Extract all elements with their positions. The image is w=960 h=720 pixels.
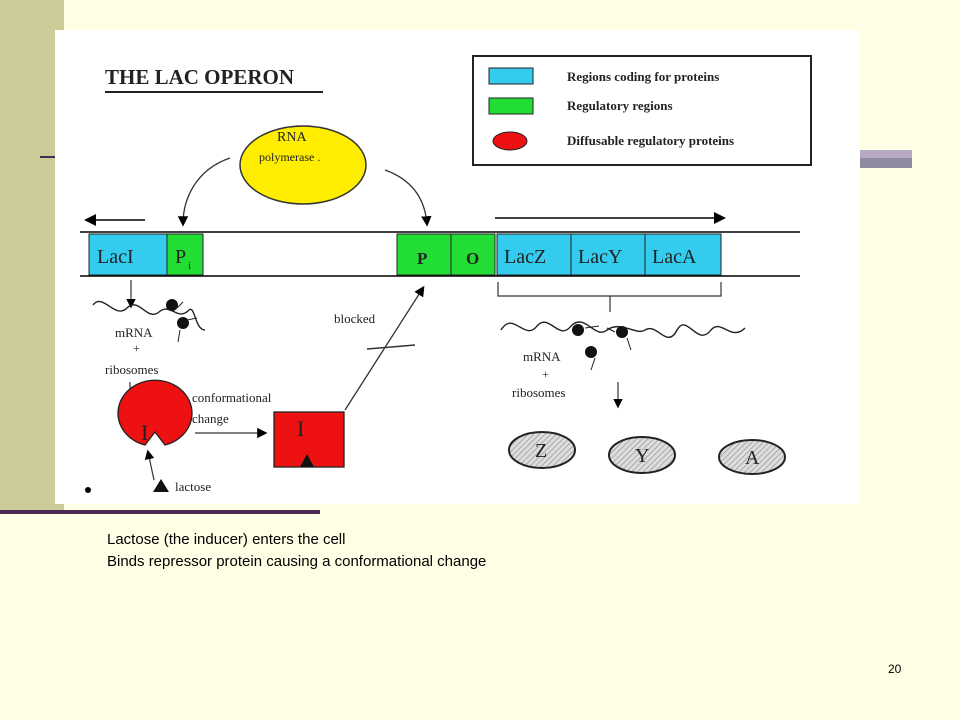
repressor-label: I <box>141 420 148 445</box>
peptide-right <box>584 325 632 371</box>
polymerase-arrow-left <box>177 157 231 227</box>
diagram-title: THE LAC OPERON <box>105 65 294 89</box>
ribosomes-left-label: ribosomes <box>105 362 158 377</box>
gene-lacy-label: LacY <box>578 246 622 268</box>
rna-polymerase-label-2: polymerase . <box>259 150 320 164</box>
ribosome-right-2 <box>585 346 597 358</box>
plus-right-label: + <box>542 367 549 381</box>
rna-polymerase-label-1: RNA <box>277 130 307 145</box>
bound-lactose-triangle <box>300 454 314 467</box>
plus-left-label: + <box>133 341 140 355</box>
gene-pi-subscript: i <box>188 260 191 272</box>
blocked-arrow <box>344 285 425 411</box>
blocked-bar <box>366 344 416 350</box>
gene-o-label: O <box>466 249 479 268</box>
gene-laci-label: LacI <box>97 246 134 268</box>
gene-laci <box>88 233 168 276</box>
slide-rule-bottom <box>0 510 320 514</box>
gene-pi <box>166 233 204 276</box>
protein-y <box>608 436 676 474</box>
lactose-triangle <box>153 479 169 492</box>
repressor-changed-label: I <box>297 416 304 441</box>
gene-lacz-label: LacZ <box>504 246 546 268</box>
ribosomes-right-label: ribosomes <box>512 385 565 400</box>
conformational-label: conformational <box>192 390 272 405</box>
legend-swatch-coding <box>488 67 534 85</box>
lactose-label: lactose <box>175 479 211 494</box>
gene-p <box>396 233 452 276</box>
bullet-dot <box>85 487 91 493</box>
legend-label-coding: Regions coding for proteins <box>567 69 719 84</box>
gene-laca-label: LacA <box>652 246 697 268</box>
gene-laca <box>644 233 722 276</box>
lactose-up-arrow <box>144 449 155 481</box>
repressor-protein <box>117 379 193 446</box>
mrna-right-label: mRNA <box>523 349 561 364</box>
gene-pi-label: P <box>175 246 186 268</box>
slide-caption: Lactose (the inducer) enters the cell Bi… <box>107 529 486 573</box>
ribosome-left-2 <box>177 317 189 329</box>
rna-polymerase <box>239 125 367 205</box>
operon-bracket <box>497 282 722 297</box>
ribosome-right-3 <box>616 326 628 338</box>
legend-label-protein: Diffusable regulatory proteins <box>567 133 734 148</box>
protein-a <box>718 439 786 475</box>
slide-rule-right <box>860 150 912 158</box>
ribosome-left-1 <box>166 299 178 311</box>
caption-line-1: Lactose (the inducer) enters the cell <box>107 531 346 548</box>
change-label: change <box>192 411 229 426</box>
lac-operon-svg: THE LAC OPERON Regions coding for protei… <box>80 55 812 494</box>
slide-rule-right-lower <box>860 158 912 168</box>
protein-z <box>508 431 576 469</box>
slide-left-band <box>0 0 64 510</box>
ribosome-right-1 <box>572 324 584 336</box>
legend-swatch-regulatory <box>488 97 534 115</box>
page-number: 20 <box>888 662 902 676</box>
legend-swatch-protein <box>492 131 528 151</box>
slide-rule-accent <box>40 156 58 158</box>
protein-z-label: Z <box>535 440 547 462</box>
caption-line-2: Binds repressor protein causing a confor… <box>107 553 487 570</box>
mrna-left-label: mRNA <box>115 325 153 340</box>
blocked-label: blocked <box>334 311 376 326</box>
protein-a-label: A <box>745 447 760 469</box>
protein-y-label: Y <box>635 445 649 467</box>
legend-label-regulatory: Regulatory regions <box>567 98 673 113</box>
polymerase-arrow-right <box>384 169 432 227</box>
gene-o <box>450 233 496 276</box>
gene-p-label: P <box>417 249 427 268</box>
lac-operon-diagram: THE LAC OPERON Regions coding for protei… <box>55 30 860 504</box>
mrna-left-strand <box>92 300 206 331</box>
peptide-left <box>176 301 198 343</box>
